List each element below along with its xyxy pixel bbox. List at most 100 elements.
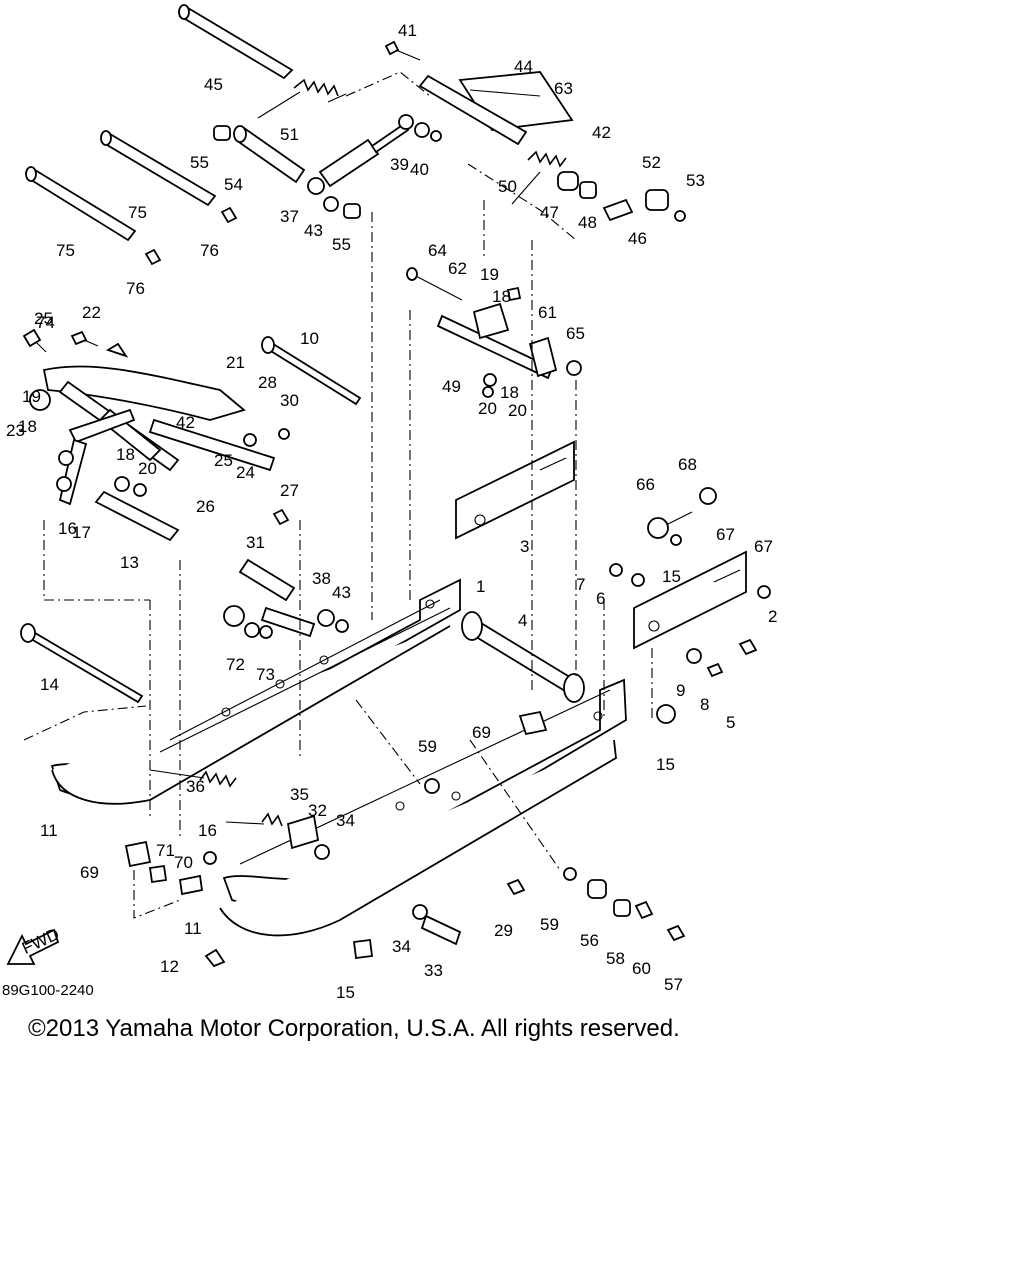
callout-57: 57 bbox=[664, 975, 683, 994]
callout-50: 50 bbox=[498, 177, 517, 196]
shaft-54 bbox=[233, 125, 306, 184]
shaft-45 bbox=[178, 4, 294, 80]
callout-41: 41 bbox=[398, 21, 417, 40]
callout-28: 28 bbox=[258, 373, 277, 392]
callout-20: 20 bbox=[138, 459, 157, 478]
callout-51: 51 bbox=[280, 125, 299, 144]
callout-60: 60 bbox=[632, 959, 651, 978]
callout-42: 42 bbox=[592, 123, 611, 142]
callout-31: 31 bbox=[246, 533, 265, 552]
copyright-notice: ©2013 Yamaha Motor Corporation, U.S.A. A… bbox=[28, 1015, 680, 1042]
callout-55: 55 bbox=[190, 153, 209, 172]
callout-43: 43 bbox=[332, 583, 351, 602]
callout-61: 61 bbox=[538, 303, 557, 322]
callout-2: 2 bbox=[768, 607, 777, 626]
callout-35: 35 bbox=[290, 785, 309, 804]
callout-67: 67 bbox=[754, 537, 773, 556]
callout-42: 42 bbox=[176, 413, 195, 432]
callout-20: 20 bbox=[508, 401, 527, 420]
callout-13: 13 bbox=[120, 553, 139, 572]
bolt-10 bbox=[261, 336, 362, 406]
callout-62: 62 bbox=[448, 259, 467, 278]
callout-19: 19 bbox=[22, 387, 41, 406]
callout-4: 4 bbox=[518, 611, 527, 630]
callout-73: 73 bbox=[256, 665, 275, 684]
small-parts-upper bbox=[144, 40, 686, 266]
callout-75: 75 bbox=[56, 241, 75, 260]
callout-23: 23 bbox=[6, 421, 25, 440]
callout-30: 30 bbox=[280, 391, 299, 410]
callout-18: 18 bbox=[116, 445, 135, 464]
callout-76: 76 bbox=[126, 279, 145, 298]
callout-20: 20 bbox=[478, 399, 497, 418]
reference-code: 89G100-2240 bbox=[2, 982, 94, 999]
callout-56: 56 bbox=[580, 931, 599, 950]
callout-15: 15 bbox=[336, 983, 355, 1002]
callout-7: 7 bbox=[576, 575, 585, 594]
callout-18: 18 bbox=[492, 287, 511, 306]
callout-47: 47 bbox=[540, 203, 559, 222]
callout-15: 15 bbox=[662, 567, 681, 586]
dashed-guides bbox=[23, 71, 653, 919]
callout-68: 68 bbox=[678, 455, 697, 474]
axle-4 bbox=[461, 611, 585, 703]
callout-74: 74 bbox=[36, 313, 55, 332]
callout-25: 25 bbox=[34, 309, 53, 328]
callout-63: 63 bbox=[554, 79, 573, 98]
callout-43: 43 bbox=[304, 221, 323, 240]
callout-64: 64 bbox=[428, 241, 447, 260]
callout-58: 58 bbox=[606, 949, 625, 968]
callout-11: 11 bbox=[40, 821, 58, 840]
callout-49: 49 bbox=[442, 377, 461, 396]
callout-72: 72 bbox=[226, 655, 245, 674]
callout-52: 52 bbox=[642, 153, 661, 172]
shaft-75b bbox=[25, 166, 137, 242]
callout-27: 27 bbox=[280, 481, 299, 500]
callout-34: 34 bbox=[336, 811, 355, 830]
callout-6: 6 bbox=[596, 589, 605, 608]
callout-10: 10 bbox=[300, 329, 319, 348]
callout-69: 69 bbox=[472, 723, 491, 742]
callout-22: 22 bbox=[82, 303, 101, 322]
callout-24: 24 bbox=[236, 463, 255, 482]
rail-right bbox=[219, 678, 627, 937]
callout-34: 34 bbox=[392, 937, 411, 956]
parts-diagram: FWD 123456789101111121314151515161617181… bbox=[6, 4, 777, 1002]
bolt-14 bbox=[20, 623, 144, 704]
callout-45: 45 bbox=[204, 75, 223, 94]
rear-pivot-assembly bbox=[406, 267, 582, 398]
callout-67: 67 bbox=[716, 525, 735, 544]
callout-66: 66 bbox=[636, 475, 655, 494]
callout-54: 54 bbox=[224, 175, 243, 194]
upper-bracket bbox=[418, 71, 574, 146]
callout-71: 71 bbox=[156, 841, 175, 860]
callout-17: 17 bbox=[72, 523, 91, 542]
shock-absorber bbox=[307, 114, 414, 195]
callout-8: 8 bbox=[700, 695, 709, 714]
callout-48: 48 bbox=[578, 213, 597, 232]
callout-39: 39 bbox=[390, 155, 409, 174]
spring-51 bbox=[257, 78, 347, 119]
callout-1: 1 bbox=[476, 577, 485, 596]
callout-21: 21 bbox=[226, 353, 245, 372]
spring-50 bbox=[511, 150, 567, 205]
callout-33: 33 bbox=[424, 961, 443, 980]
callout-37: 37 bbox=[280, 207, 299, 226]
collars-middle bbox=[223, 558, 349, 639]
fwd-label: FWD bbox=[19, 924, 62, 958]
callout-70: 70 bbox=[174, 853, 193, 872]
callout-44: 44 bbox=[514, 57, 533, 76]
callout-76: 76 bbox=[200, 241, 219, 260]
fwd-arrow-icon: FWD bbox=[6, 924, 62, 965]
callout-18: 18 bbox=[18, 417, 37, 436]
callout-46: 46 bbox=[628, 229, 647, 248]
plate-hardware bbox=[609, 487, 771, 724]
callout-53: 53 bbox=[686, 171, 705, 190]
callout-25: 25 bbox=[214, 451, 233, 470]
callout-32: 32 bbox=[308, 801, 327, 820]
callout-11: 11 bbox=[184, 919, 202, 938]
lower-hardware bbox=[352, 710, 686, 960]
callout-15: 15 bbox=[656, 755, 675, 774]
callout-38: 38 bbox=[312, 569, 331, 588]
plate-2 bbox=[633, 550, 747, 650]
